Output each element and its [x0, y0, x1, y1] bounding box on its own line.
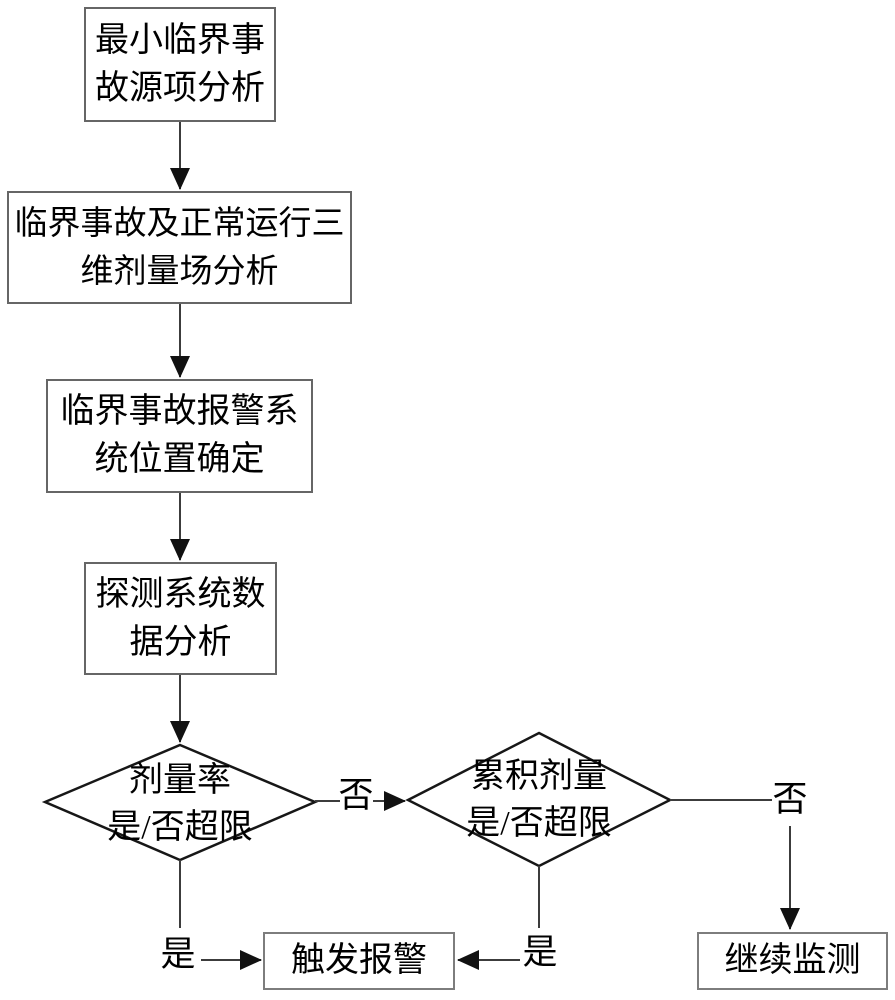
flow-box-trigger-alarm: 触发报警 [263, 932, 455, 990]
flow-box-3d-dose-field-analysis: 临界事故及正常运行三 维剂量场分析 [7, 191, 352, 304]
flow-box-alarm-system-position: 临界事故报警系 统位置确定 [46, 379, 313, 493]
flow-box-min-criticality-source-analysis: 最小临界事 故源项分析 [84, 7, 276, 122]
edge-label-yes-dose-rate: 是 [160, 935, 196, 974]
flow-decision-cumulative-dose-exceeded: 累积剂量 是/否超限 [466, 758, 612, 842]
edge-label-no-cumulative: 否 [772, 780, 808, 819]
edge-label-no-dose-rate: 否 [338, 776, 374, 815]
flow-decision-dose-rate-exceeded: 剂量率 是/否超限 [107, 762, 253, 846]
edge-label-yes-cumulative: 是 [522, 933, 558, 972]
flow-box-detection-system-data-analysis: 探测系统数 据分析 [84, 562, 277, 675]
flow-box-continue-monitoring: 继续监测 [697, 932, 888, 990]
